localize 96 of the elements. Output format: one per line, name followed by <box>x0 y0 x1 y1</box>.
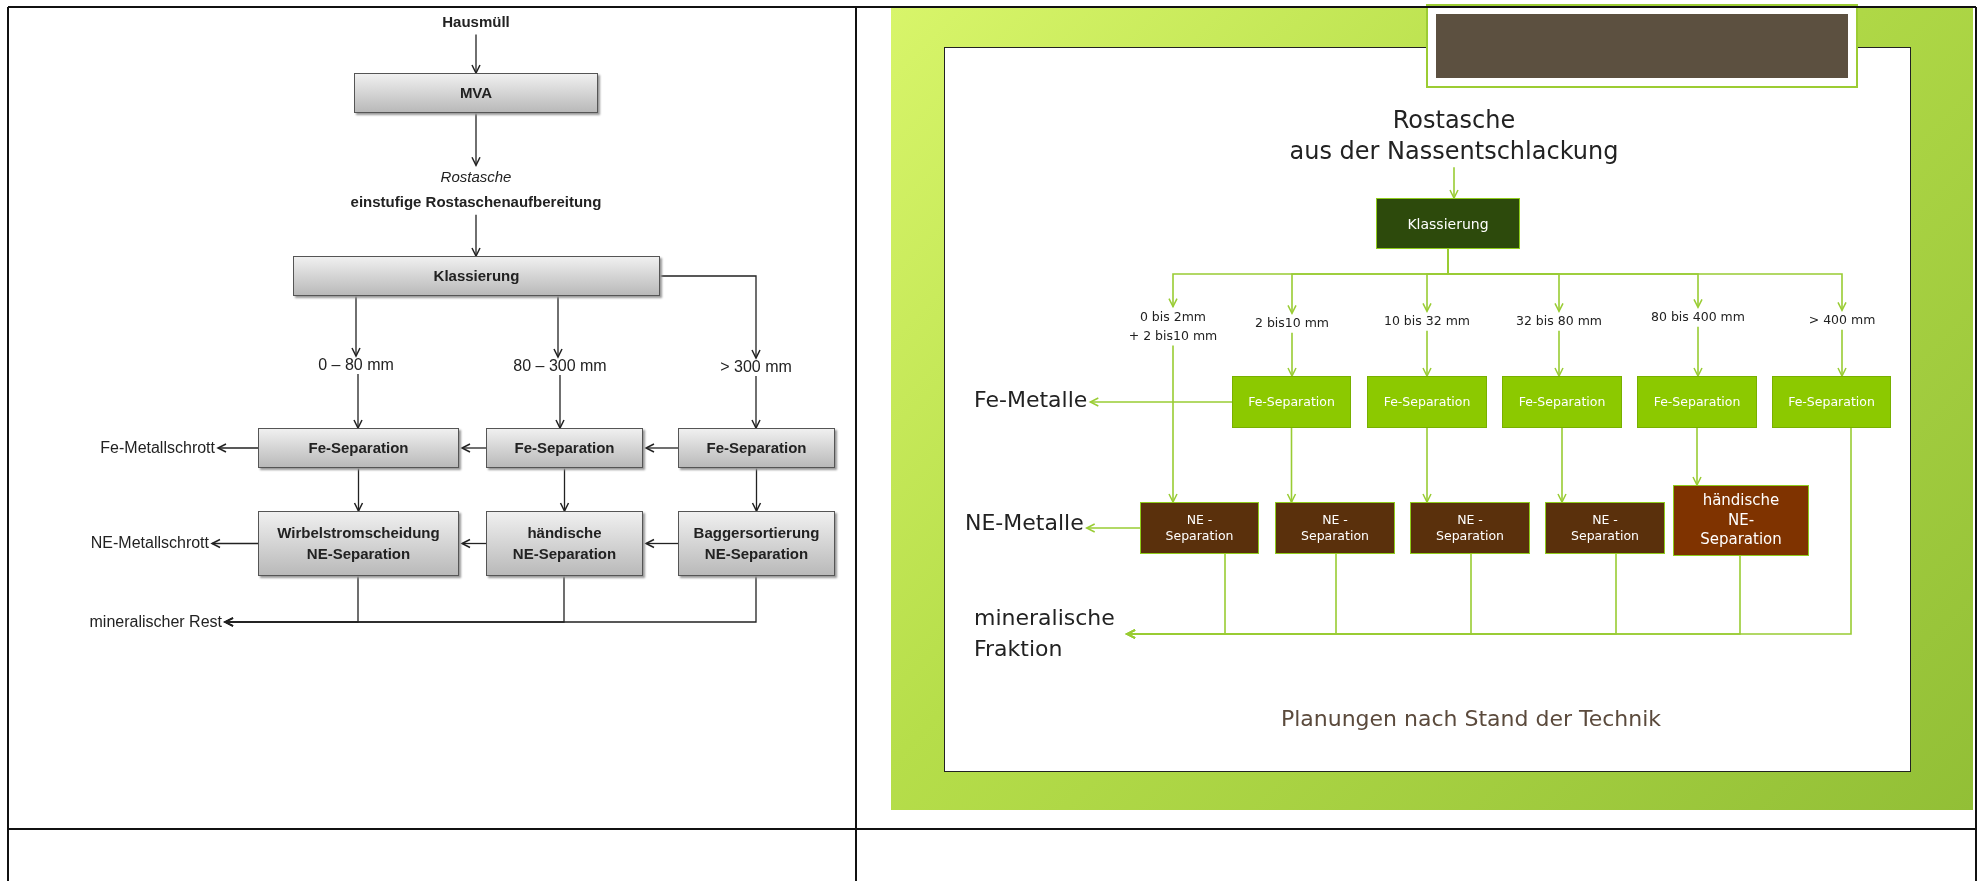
output-label: mineralischer Rest <box>89 613 222 631</box>
box-label: Klassierung <box>433 265 520 286</box>
arrow <box>1085 523 1141 533</box>
arrow <box>1692 427 1702 486</box>
box-label: Fe-Separation <box>514 437 615 458</box>
arrow <box>471 33 481 74</box>
arrow <box>645 443 679 453</box>
process-box <box>678 511 835 576</box>
arrow <box>224 575 757 627</box>
output-label: Fe-Metalle <box>974 384 1088 416</box>
input-label: Hausmüll <box>442 9 510 35</box>
arrow <box>461 443 487 453</box>
process-box <box>258 511 459 576</box>
intermediate-label: Rostasche <box>439 167 513 188</box>
process-box <box>293 256 660 296</box>
box-label: händische <box>527 523 602 544</box>
size-fraction-label: 10 bis 32 mm <box>1384 311 1470 331</box>
box-label: Fe-Separation <box>1248 393 1335 411</box>
arrow <box>1422 329 1432 377</box>
arrow <box>211 538 259 549</box>
box-label: NE-Separation <box>306 543 411 564</box>
process-box <box>1232 376 1351 428</box>
arrow <box>553 295 563 358</box>
box-label: Fe-Separation <box>308 437 409 458</box>
box-label: Fe-Separation <box>706 437 807 458</box>
process-box <box>1367 376 1487 428</box>
arrow <box>1837 328 1847 377</box>
process-box <box>1545 502 1665 554</box>
process-box <box>1275 502 1395 554</box>
process-box <box>1772 376 1891 428</box>
arrow <box>353 373 363 429</box>
size-fraction-label: 2 bis10 mm <box>1254 313 1330 333</box>
arrow <box>1449 166 1459 199</box>
size-fraction-label: 32 bis 80 mm <box>1516 311 1602 331</box>
arrow <box>659 275 761 359</box>
box-label: Wirbelstromscheidung <box>277 523 440 544</box>
output-label: Fe-Metallschrott <box>100 439 215 457</box>
arrow <box>1089 397 1233 407</box>
process-box <box>1502 376 1622 428</box>
box-label: NE - Separation <box>1300 511 1370 545</box>
arrow <box>1557 427 1567 503</box>
size-fraction-label: 80 bis 400 mm <box>1651 307 1745 327</box>
process-box <box>1410 502 1530 554</box>
arrow <box>751 467 762 512</box>
arrow <box>471 112 481 166</box>
box-label: NE - Separation <box>1435 511 1505 545</box>
box-label: Fe-Separation <box>1518 393 1606 411</box>
input-label: Rostasche <box>1391 104 1517 136</box>
size-fraction-label: > 400 mm <box>1808 310 1876 330</box>
caption-text: Planungen nach Stand der Technik <box>1280 705 1662 731</box>
process-box <box>1673 485 1809 556</box>
box-label: NE - Separation <box>1164 511 1235 545</box>
arrow <box>645 538 679 549</box>
box-label: Fe-Separation <box>1383 393 1471 411</box>
size-fraction-label: 80 – 300 mm <box>513 357 607 375</box>
arrow <box>461 538 487 549</box>
arrow <box>353 467 364 512</box>
box-label: MVA <box>459 82 493 103</box>
process-box <box>258 428 459 468</box>
box-label: NE - Separation <box>1570 511 1640 545</box>
arrow <box>1168 344 1178 503</box>
arrow <box>559 467 570 512</box>
arrow <box>751 375 761 429</box>
input-label: aus der Nassentschlackung <box>1289 136 1619 167</box>
arrow <box>217 443 259 453</box>
output-label: NE-Metalle <box>965 507 1084 539</box>
box-label: NE-Separation <box>512 543 617 564</box>
box-label: Klassierung <box>1407 215 1489 232</box>
box-label: NE-Separation <box>704 543 809 564</box>
arrow <box>351 295 361 357</box>
process-box <box>1637 376 1757 428</box>
intermediate-label: einstufige Rostaschenaufbereitung <box>350 192 602 212</box>
arrow <box>1422 427 1432 503</box>
size-fraction-label: 0 – 80 mm <box>318 356 394 374</box>
size-fraction-label: + 2 bis10 mm <box>1128 327 1218 345</box>
box-label: händische NE-Separation <box>1699 491 1783 550</box>
output-label: NE-Metallschrott <box>90 534 209 552</box>
size-fraction-label: 0 bis 2mm <box>1138 307 1208 326</box>
box-label: Baggersortierung <box>693 523 820 544</box>
arrow <box>1286 427 1297 503</box>
box-label: Fe-Separation <box>1653 393 1741 411</box>
arrow <box>555 374 565 429</box>
process-box <box>486 428 643 468</box>
process-box <box>486 511 643 576</box>
process-box <box>1376 198 1520 249</box>
process-box <box>678 428 835 468</box>
arrow <box>471 214 481 257</box>
size-fraction-label: > 300 mm <box>720 358 792 376</box>
arrow <box>1693 325 1703 377</box>
process-box <box>1140 502 1259 554</box>
arrow <box>1126 427 1852 639</box>
arrow <box>1554 329 1564 377</box>
output-label: mineralische Fraktion <box>974 603 1124 665</box>
arrow <box>1287 331 1297 377</box>
box-label: Fe-Separation <box>1788 393 1875 411</box>
process-box <box>354 73 598 113</box>
